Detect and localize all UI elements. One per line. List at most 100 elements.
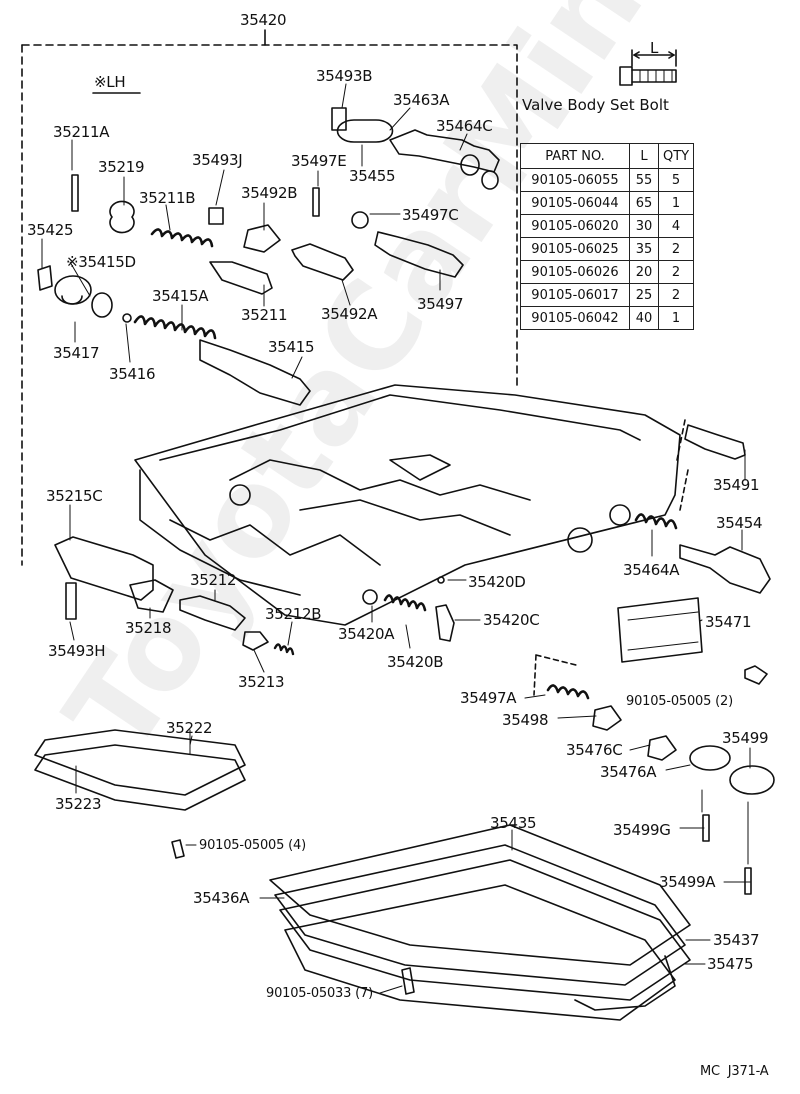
label-35476c: 35476C (566, 741, 623, 759)
cell-length: 20 (629, 260, 659, 284)
label-35222: 35222 (166, 719, 213, 737)
pin-35211a (71, 174, 79, 212)
cell-length: 25 (629, 283, 659, 307)
lh-note: ※LH (94, 73, 126, 91)
cell-length: 30 (629, 214, 659, 238)
sleeve-35215c (54, 536, 154, 601)
cell-part-no: 90105-06026 (520, 260, 630, 284)
cell-qty: 2 (657, 283, 695, 307)
pin-35497e (312, 187, 320, 217)
label-35493j: 35493J (192, 151, 243, 169)
table-header-row: PART NO. L QTY (520, 143, 695, 169)
label-35211: 35211 (241, 306, 288, 324)
sleeve-35417 (54, 275, 92, 305)
label-35425: 35425 (27, 221, 74, 239)
cell-part-no: 90105-06042 (520, 306, 630, 330)
label-35497e: 35497E (291, 152, 347, 170)
label-35212: 35212 (190, 571, 237, 589)
plug-35455 (336, 119, 394, 143)
label-35211a: 35211A (53, 123, 110, 141)
label-90105-05005-2: 90105-05005 (2) (626, 694, 733, 709)
spring-35497a (546, 684, 590, 700)
bolt-90105-05033 (401, 967, 415, 995)
label-35464c: 35464C (436, 117, 493, 135)
gasket-35223 (34, 744, 246, 811)
label-35211b: 35211B (139, 189, 196, 207)
label-90105-05005-4: 90105-05005 (4) (199, 838, 306, 853)
bolt-length-label: L (650, 39, 659, 57)
cell-length: 55 (629, 168, 659, 192)
label-35455: 35455 (349, 167, 396, 185)
label-35420a: 35420A (338, 625, 395, 643)
cell-qty: 4 (657, 214, 695, 238)
label-35499: 35499 (722, 729, 769, 747)
plate-35471 (617, 597, 703, 663)
plug-35493j (208, 207, 224, 225)
ball-35219 (109, 200, 135, 234)
label-35497a: 35497A (460, 689, 517, 707)
plate-stack (269, 824, 691, 1021)
plug-35476a (689, 745, 731, 771)
clip-35420c (435, 604, 455, 642)
header-qty: QTY (657, 143, 695, 169)
spring-35415a (133, 315, 217, 340)
label-35464a: 35464A (623, 561, 680, 579)
label-35417: 35417 (53, 344, 100, 362)
valve-35464c (481, 170, 499, 190)
label-35223: 35223 (55, 795, 102, 813)
label-35213: 35213 (238, 673, 285, 691)
label-35415a: 35415A (152, 287, 209, 305)
header-part-no: PART NO. (520, 143, 630, 169)
spring-35211b (150, 228, 214, 248)
label-35436a: 35436A (193, 889, 250, 907)
label-35463a: 35463A (393, 91, 450, 109)
bolt-90105-05005-2 (744, 665, 768, 685)
label-35498: 35498 (502, 711, 549, 729)
spring-35464a (634, 513, 678, 530)
label-35454: 35454 (716, 514, 763, 532)
ball-35497c (351, 211, 369, 229)
label-35497: 35497 (417, 295, 464, 313)
pin-35499a (744, 867, 752, 895)
cell-part-no: 90105-06017 (520, 283, 630, 307)
cell-qty: 2 (657, 237, 695, 261)
valve-35454 (679, 544, 771, 594)
label-35493h: 35493H (48, 642, 106, 660)
label-35437: 35437 (713, 931, 760, 949)
valve-35212 (179, 595, 246, 631)
pin-35493h (65, 582, 77, 620)
label-35420c: 35420C (483, 611, 540, 629)
label-35475: 35475 (707, 955, 754, 973)
cell-qty: 1 (657, 191, 695, 215)
label-90105-05033: 90105-05033 (7) (266, 986, 373, 1001)
plug-35493b (331, 107, 347, 131)
header-length: L (629, 143, 659, 169)
label-35493b: 35493B (316, 67, 373, 85)
footer-code: MC J371-A (700, 1064, 769, 1079)
plug-35213 (242, 631, 269, 651)
valve-35497 (374, 231, 464, 278)
gasket-35222 (34, 729, 246, 796)
label-35416: 35416 (109, 365, 156, 383)
spring-35420b (383, 594, 427, 612)
cell-length: 35 (629, 237, 659, 261)
label-35491: 35491 (713, 476, 760, 494)
label-35212b: 35212B (265, 605, 322, 623)
cell-part-no: 90105-06020 (520, 214, 630, 238)
label-35499g: 35499G (613, 821, 671, 839)
ball-35420a (362, 589, 378, 605)
ball-35416 (122, 313, 132, 323)
cell-part-no: 90105-06044 (520, 191, 630, 215)
plug-35476c (647, 735, 677, 761)
label-35218: 35218 (125, 619, 172, 637)
cell-qty: 1 (657, 306, 695, 330)
label-35499a: 35499A (659, 873, 716, 891)
retainer-35425 (37, 265, 53, 291)
plug-35492b (243, 224, 281, 253)
plug-35218 (129, 579, 174, 613)
plug-35499 (729, 765, 775, 795)
